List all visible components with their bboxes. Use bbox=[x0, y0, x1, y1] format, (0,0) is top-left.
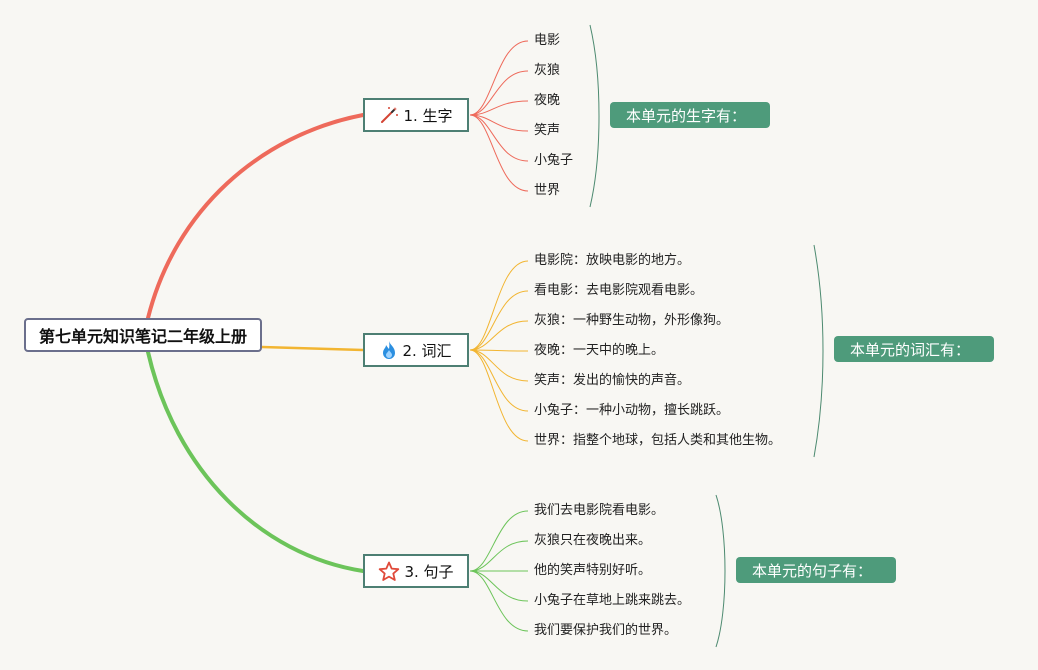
summary-label: 本单元的句子有： bbox=[752, 561, 873, 580]
branch-2-leaf-connector bbox=[469, 290, 529, 351]
list-item[interactable]: 他的笑声特别好听。 bbox=[534, 563, 652, 578]
list-item[interactable]: 看电影：去电影院观看电影。 bbox=[534, 283, 704, 298]
root-to-branch-1-connector bbox=[146, 113, 365, 320]
branch-2-leaf-connector bbox=[469, 349, 529, 412]
branch-3-leaf-connector bbox=[469, 540, 529, 572]
branch-3-node[interactable]: 3. 句子 bbox=[363, 554, 469, 588]
summary-box-2[interactable]: 本单元的词汇有： bbox=[834, 336, 994, 362]
list-item[interactable]: 灰狼只在夜晚出来。 bbox=[534, 533, 652, 548]
branch-1-leaf-connector bbox=[469, 40, 529, 116]
root-to-branch-3-connector bbox=[146, 350, 365, 573]
branch-1-leaf-connector bbox=[469, 114, 529, 162]
star-icon bbox=[378, 561, 400, 582]
list-item[interactable]: 笑声：发出的愉快的声音。 bbox=[534, 373, 691, 388]
branch-3-label: 3. 句子 bbox=[404, 562, 454, 581]
branch-2-leaf-connector bbox=[469, 349, 529, 352]
branch-3-leaf-connector bbox=[469, 570, 529, 602]
list-item[interactable]: 笑声 bbox=[534, 123, 561, 138]
branch-2-label: 2. 词汇 bbox=[402, 341, 452, 360]
root-to-branch-2-connector bbox=[261, 345, 364, 352]
list-item[interactable]: 灰狼：一种野生动物，外形像狗。 bbox=[534, 313, 730, 328]
branch-1-label: 1. 生字 bbox=[403, 106, 453, 125]
list-item[interactable]: 电影院：放映电影的地方。 bbox=[534, 253, 691, 268]
summary-box-3[interactable]: 本单元的句子有： bbox=[736, 557, 896, 583]
branch-1-leaf-connector bbox=[469, 114, 529, 192]
summary-box-1[interactable]: 本单元的生字有： bbox=[610, 102, 770, 128]
root-topic[interactable]: 第七单元知识笔记二年级上册 bbox=[24, 318, 262, 352]
branch-1-leaf-connector bbox=[469, 70, 529, 116]
list-item[interactable]: 世界：指整个地球，包括人类和其他生物。 bbox=[534, 433, 782, 448]
list-item[interactable]: 我们去电影院看电影。 bbox=[534, 503, 665, 518]
branch-2-leaf-connector bbox=[469, 260, 529, 351]
list-item[interactable]: 夜晚 bbox=[534, 93, 561, 108]
list-item[interactable]: 小兔子：一种小动物，擅长跳跃。 bbox=[534, 403, 730, 418]
summary-label: 本单元的词汇有： bbox=[850, 340, 971, 359]
list-item[interactable]: 夜晚：一天中的晚上。 bbox=[534, 343, 665, 358]
branch-2-leaf-connector bbox=[469, 349, 529, 382]
magic-wand-icon bbox=[379, 106, 399, 124]
summary-bracket-1 bbox=[589, 24, 600, 208]
root-title: 第七单元知识笔记二年级上册 bbox=[38, 327, 247, 346]
branch-1-node[interactable]: 1. 生字 bbox=[363, 98, 469, 132]
branch-3-leaf-connector bbox=[469, 570, 529, 632]
summary-label: 本单元的生字有： bbox=[626, 106, 747, 125]
branch-1-leaf-connector bbox=[469, 100, 529, 116]
list-item[interactable]: 小兔子 bbox=[534, 153, 574, 168]
fire-icon bbox=[380, 340, 398, 360]
summary-bracket-2 bbox=[813, 244, 824, 458]
list-item[interactable]: 我们要保护我们的世界。 bbox=[534, 623, 678, 638]
branch-2-leaf-connector bbox=[469, 320, 529, 351]
branch-2-leaf-connector bbox=[469, 349, 529, 442]
list-item[interactable]: 世界 bbox=[534, 183, 561, 198]
list-item[interactable]: 小兔子在草地上跳来跳去。 bbox=[534, 593, 691, 608]
branch-2-node[interactable]: 2. 词汇 bbox=[363, 333, 469, 367]
summary-bracket-3 bbox=[715, 494, 726, 648]
branch-1-leaf-connector bbox=[469, 114, 529, 132]
list-item[interactable]: 电影 bbox=[534, 33, 561, 48]
branch-3-leaf-connector bbox=[469, 510, 529, 572]
list-item[interactable]: 灰狼 bbox=[534, 63, 561, 78]
